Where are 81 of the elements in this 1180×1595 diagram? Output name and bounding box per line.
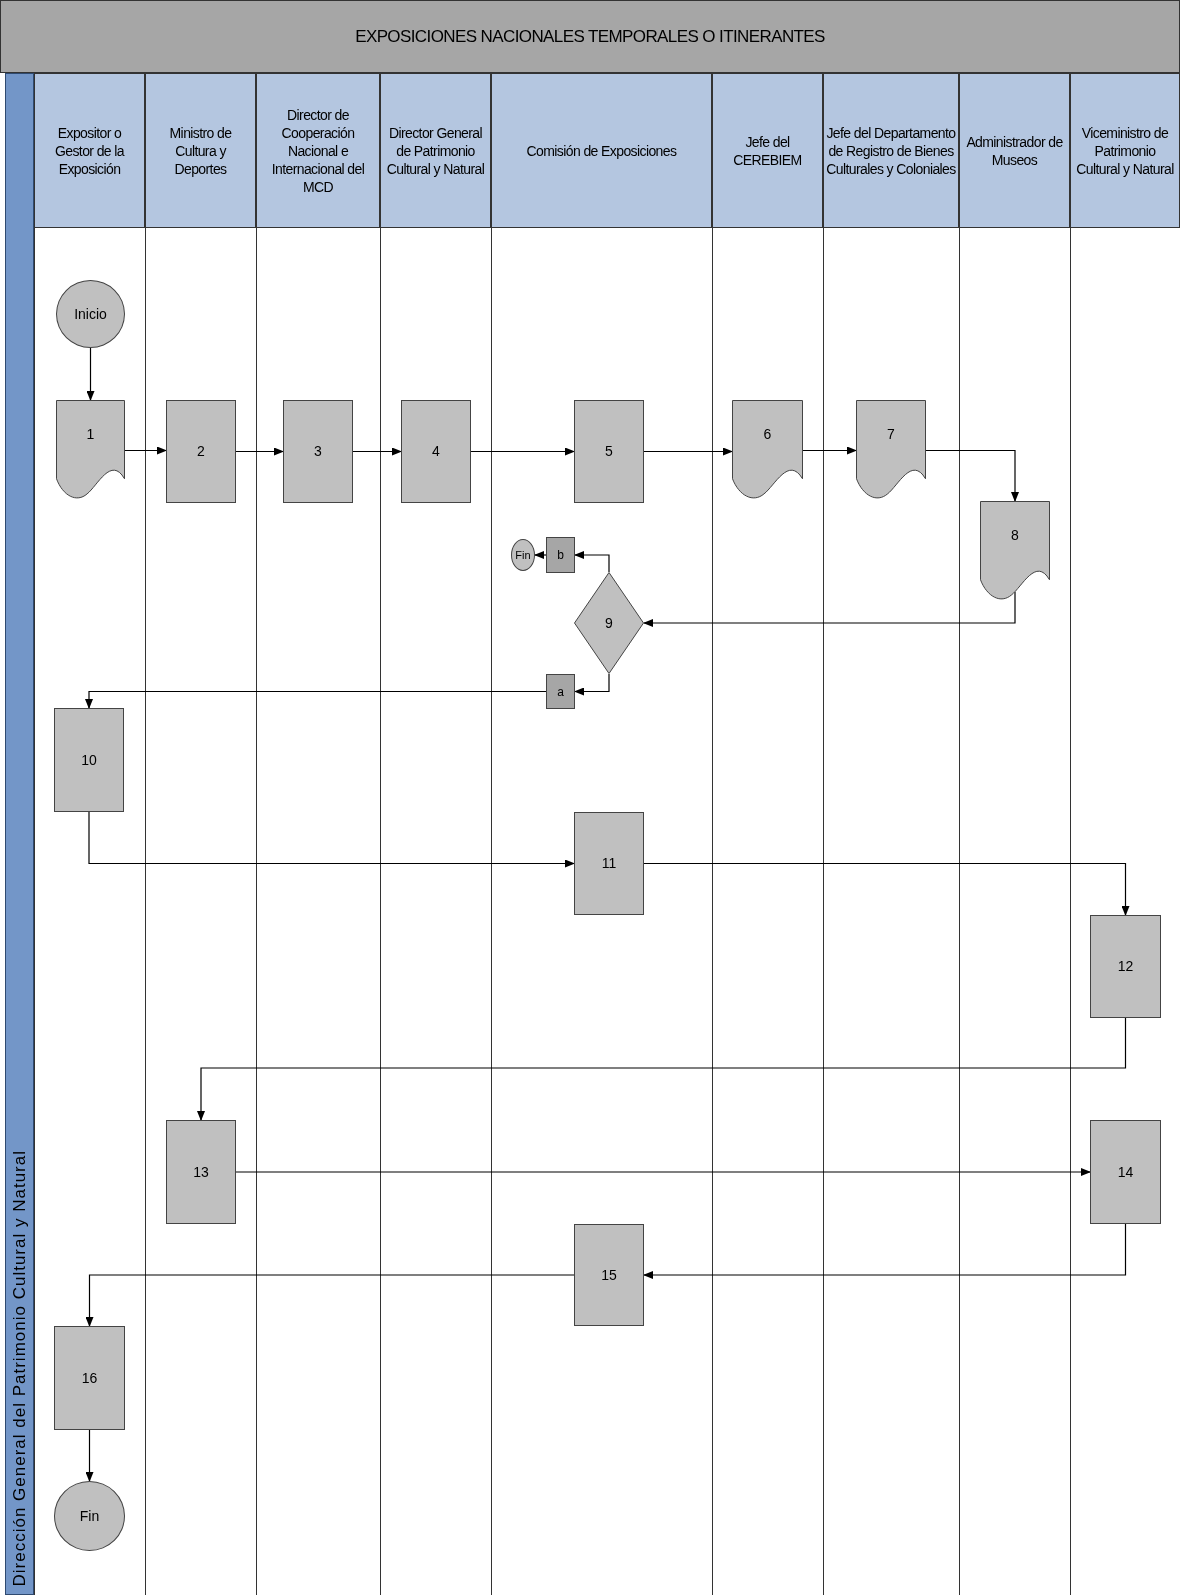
node-label: Administrador de Museos	[965, 132, 1064, 169]
node-label: Inicio	[74, 304, 107, 324]
process-box	[401, 400, 471, 503]
arrow	[85, 1429, 94, 1482]
node-label: 14	[1117, 1162, 1134, 1182]
arrow	[86, 347, 95, 401]
node-label: Director General de Patrimonio Cultural y Natural	[385, 123, 486, 178]
arrow	[197, 1017, 1127, 1121]
arrow	[85, 1274, 575, 1327]
process-box	[574, 1224, 644, 1326]
decision-diamond	[574, 572, 644, 674]
arrow	[534, 551, 547, 559]
lane-header	[712, 73, 823, 228]
arrow	[235, 447, 284, 456]
node-label: 7	[887, 425, 895, 444]
process-box	[1090, 1120, 1161, 1224]
lane-header	[34, 73, 145, 228]
node-label: Expositor o Gestor de la Exposición	[53, 123, 126, 178]
process-box	[1090, 915, 1161, 1018]
node-label: 12	[1117, 957, 1134, 976]
document-shape	[732, 400, 803, 501]
node-label: Director de Cooperación Nacional e Internacional del MCD	[270, 105, 366, 196]
arrow	[85, 690, 547, 709]
arrow	[643, 862, 1130, 916]
document-shape	[856, 400, 926, 501]
document-shape	[980, 501, 1050, 602]
process-box	[166, 400, 236, 503]
process-box	[574, 400, 644, 503]
process-box	[283, 400, 353, 503]
arrow	[643, 591, 1016, 627]
arrow	[124, 446, 167, 455]
connector-box	[546, 674, 575, 709]
node-label: Jefe del CEREBIEM	[732, 132, 803, 169]
arrow	[643, 1223, 1127, 1279]
arrow	[470, 447, 575, 456]
lane-header	[823, 73, 959, 228]
node-label: b	[557, 547, 564, 564]
node-label: 8	[1011, 526, 1019, 545]
arrow	[88, 811, 575, 868]
connector-box	[546, 537, 575, 573]
node-label: 15	[601, 1265, 617, 1285]
node-label: 2	[197, 442, 205, 461]
lane-header	[256, 73, 380, 228]
node-label: Fin	[515, 547, 531, 563]
lane-header	[1070, 73, 1180, 228]
node-label: 5	[605, 442, 613, 461]
lane-header	[959, 73, 1070, 228]
diagram-title: EXPOSICIONES NACIONALES TEMPORALES O ITINERANTES	[355, 25, 825, 48]
arrow	[925, 449, 1019, 502]
process-box	[54, 1326, 125, 1430]
node-label: 4	[432, 442, 440, 461]
node-label: Ministro de Cultura y Deportes	[168, 123, 233, 178]
node-label: a	[557, 683, 564, 701]
process-box	[574, 812, 644, 915]
arrow	[352, 447, 402, 456]
arrow	[235, 1168, 1091, 1176]
node-label: 13	[193, 1162, 209, 1182]
document-shape	[56, 400, 125, 501]
node-label: 6	[763, 425, 772, 444]
node-label: Dirección General del Patrimonio Cultural y Natural	[8, 1149, 30, 1586]
arrow	[574, 551, 610, 573]
node-label: Viceministro de Patrimonio Cultural y Natural	[1075, 123, 1175, 178]
node-label: 16	[81, 1368, 98, 1388]
lane-header	[380, 73, 491, 228]
node-label: Jefe del Departamento de Registro de Bienes Culturales y Coloniales	[826, 123, 956, 178]
lane-header	[145, 73, 256, 228]
lane-header	[491, 73, 712, 228]
process-box	[54, 708, 124, 812]
node-label: 9	[605, 613, 613, 633]
arrow	[643, 447, 733, 456]
node-label: Comisión de Exposiciones	[526, 141, 677, 160]
node-label: 10	[81, 750, 97, 770]
node-label: 1	[86, 425, 95, 444]
pool-band	[5, 73, 34, 1595]
arrow	[802, 446, 857, 455]
arrow	[574, 673, 610, 696]
process-box	[166, 1120, 236, 1224]
node-label: Fin	[79, 1506, 100, 1526]
terminator	[511, 539, 535, 571]
node-label: 11	[601, 854, 617, 873]
node-label: 3	[314, 442, 322, 461]
